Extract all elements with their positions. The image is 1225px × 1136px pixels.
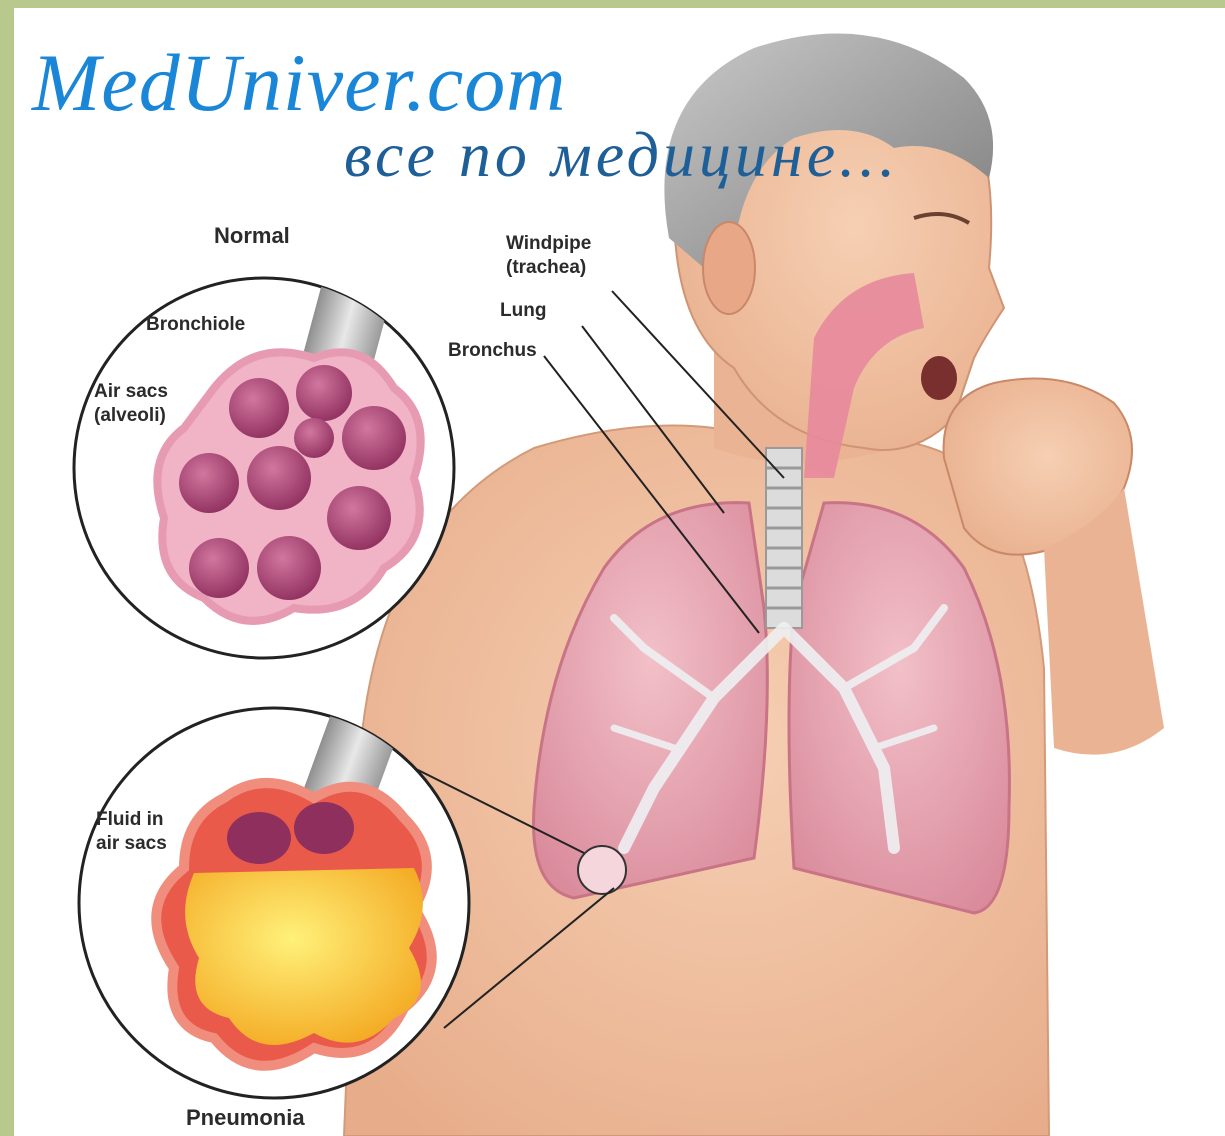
- lung-detail-circle: [578, 846, 626, 894]
- label-air-sacs: Air sacs (alveoli): [94, 380, 168, 428]
- label-bronchus: Bronchus: [448, 339, 537, 363]
- normal-alveoli-inset: [74, 241, 454, 658]
- ear: [703, 222, 755, 314]
- label-fluid-in-air-sacs: Fluid in air sacs: [96, 808, 167, 856]
- watermark-brand: MedUniver.com: [32, 38, 566, 128]
- trachea: [766, 448, 802, 628]
- label-lung: Lung: [500, 299, 546, 323]
- label-windpipe: Windpipe (trachea): [506, 232, 591, 280]
- watermark-tagline: все по медицине...: [344, 120, 899, 190]
- label-bronchiole: Bronchiole: [146, 313, 245, 337]
- label-pneumonia: Pneumonia: [186, 1106, 305, 1130]
- illustration-frame: MedUniver.com все по медицине... Normal …: [14, 8, 1225, 1136]
- label-normal: Normal: [214, 224, 290, 248]
- mouth: [921, 356, 957, 400]
